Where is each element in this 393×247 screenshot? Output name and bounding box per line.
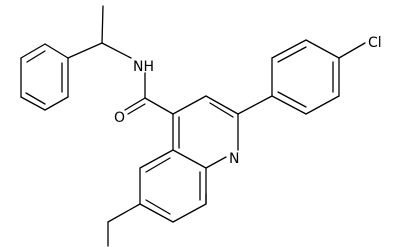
- amine-nh-label: NH: [133, 59, 154, 75]
- chlorine-label: Cl: [368, 35, 382, 51]
- oxygen-label: O: [114, 110, 125, 126]
- ethylamine-chain: [67, 5, 146, 99]
- quinoline-pyridine-ring: [172, 95, 239, 204]
- nitrogen-label: N: [229, 151, 239, 167]
- chlorophenyl-ring: [271, 39, 366, 115]
- ethyl-substituent: [107, 203, 141, 247]
- quinoline-benzo-ring: [139, 149, 207, 223]
- aryl-bridge-bond: [237, 95, 273, 115]
- phenyl-ring: [20, 43, 69, 111]
- amide-carbonyl: [124, 97, 174, 115]
